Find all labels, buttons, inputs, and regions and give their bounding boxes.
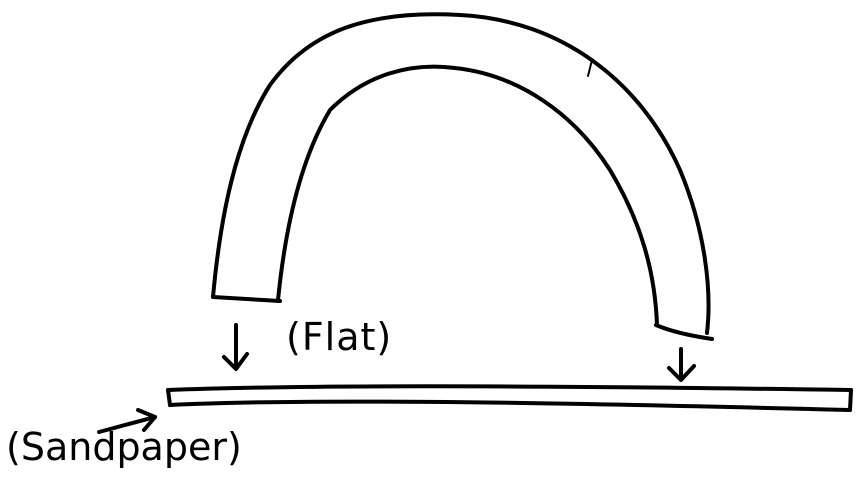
sandpaper-pointer-arrow: [97, 408, 157, 434]
arch-right-foot: [654, 323, 714, 341]
sandpaper-label: (Sandpaper): [6, 425, 242, 469]
arch-stray-mark: [587, 59, 593, 77]
left-down-arrow: [222, 323, 249, 371]
arch-outer-edge: [211, 12, 711, 335]
flat-label: (Flat): [286, 315, 393, 359]
sandpaper-strip: [166, 384, 853, 412]
arch-left-foot: [211, 295, 282, 303]
right-down-arrow: [667, 347, 696, 382]
arch-piece: [211, 12, 714, 341]
arch-inner-edge: [276, 64, 659, 327]
